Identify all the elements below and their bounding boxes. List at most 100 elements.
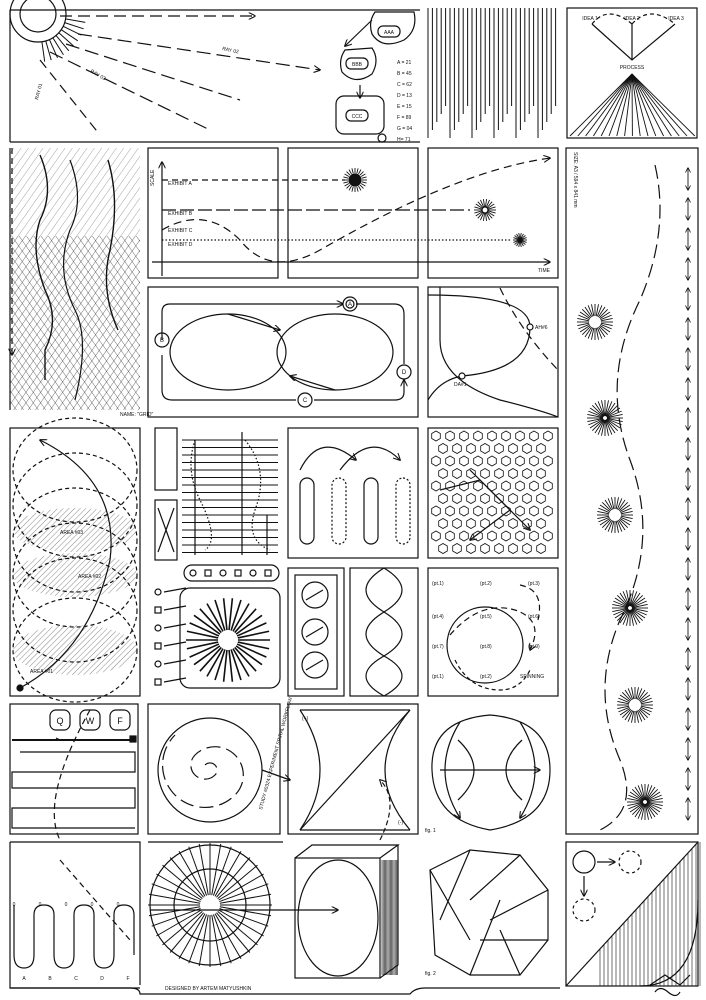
burst-ray xyxy=(637,803,645,819)
hex-cell xyxy=(508,443,518,454)
hex-cell xyxy=(508,493,518,504)
burst-ray xyxy=(594,419,605,434)
hex-cell xyxy=(438,518,448,529)
burst-ray xyxy=(637,689,646,701)
burst-ray xyxy=(620,516,632,523)
key-label: W xyxy=(86,716,95,726)
burst-ray xyxy=(606,418,622,426)
burst-ray xyxy=(486,201,493,209)
burst-ray xyxy=(630,609,638,625)
burst-ray xyxy=(607,520,614,532)
burst-ray xyxy=(604,519,613,531)
exhibit-label: EXHIBIT B xyxy=(168,211,193,217)
burst-ray xyxy=(487,210,496,214)
burst-ray xyxy=(487,211,495,217)
burst-ray xyxy=(516,233,520,239)
burst-ray xyxy=(604,400,609,417)
burst-ray xyxy=(485,212,490,221)
burst-ray xyxy=(230,649,242,681)
burst-ray xyxy=(482,212,486,221)
burst-ray xyxy=(228,598,234,631)
burst-ray xyxy=(597,511,610,515)
burst-ray xyxy=(589,407,604,418)
burst-ray xyxy=(601,400,606,417)
burst-ray xyxy=(346,171,351,176)
burst-ray xyxy=(486,211,493,219)
hex-cell xyxy=(480,543,490,554)
burst-ray xyxy=(237,641,270,650)
sun-ray xyxy=(52,37,64,55)
burst-ray xyxy=(612,607,629,612)
burst-ray xyxy=(193,614,221,635)
radial-line xyxy=(188,914,208,964)
hex-cell xyxy=(473,505,483,517)
burst-ray xyxy=(482,199,486,208)
burst-ray xyxy=(474,206,483,210)
burst-ray xyxy=(359,171,364,176)
burst-ray xyxy=(186,630,219,639)
radial-line xyxy=(198,843,209,896)
burst-ray xyxy=(638,691,649,702)
burst-ray xyxy=(598,516,610,523)
burst-ray xyxy=(644,784,649,801)
burst-ray xyxy=(640,701,653,705)
loop-capsule xyxy=(299,477,315,545)
hex-cell xyxy=(522,543,532,554)
spin-point-label: (pt.8) xyxy=(480,644,492,650)
burst-ray xyxy=(618,518,629,529)
burst-ray xyxy=(348,169,352,175)
hex-cell xyxy=(445,480,455,492)
burst-ray xyxy=(605,419,616,434)
burst-ray xyxy=(237,630,270,639)
hex-cell xyxy=(452,518,462,529)
spiral-text: STUDY #0324 EXPERIMENT SPIRAL WORKFLOW xyxy=(258,696,294,810)
fan-line xyxy=(608,73,633,137)
burst-ray xyxy=(475,211,483,217)
wave-zero: 0 xyxy=(13,902,16,908)
loop-capsule xyxy=(395,477,411,545)
fan-line xyxy=(631,73,657,137)
burst-ray xyxy=(606,418,621,429)
legend-item: E = 15 xyxy=(397,104,412,110)
area-ring xyxy=(12,452,138,558)
burst-ray xyxy=(520,233,524,239)
sun-ray xyxy=(60,29,79,42)
hex-cell xyxy=(466,493,476,504)
grid-hatch-panel xyxy=(10,148,140,410)
burst-ray xyxy=(617,499,626,511)
hex-cell xyxy=(445,530,455,542)
burst-ray xyxy=(480,212,485,221)
burst-ray xyxy=(597,419,605,435)
burst-ray xyxy=(645,785,653,801)
burst-ray xyxy=(646,802,662,810)
burst-ray xyxy=(581,308,592,319)
node-label: CCC xyxy=(352,114,363,120)
spin-point-label: (pt.9) xyxy=(528,644,540,650)
burst-ray xyxy=(646,801,663,806)
hex-cell xyxy=(515,455,525,467)
connector xyxy=(163,641,187,647)
radial-line xyxy=(211,843,222,896)
burst-ray xyxy=(640,706,652,713)
radial-line xyxy=(148,906,201,917)
burst-ray xyxy=(637,709,646,721)
burst-ray xyxy=(631,604,648,609)
bars-panel xyxy=(154,427,278,561)
connector xyxy=(163,677,187,683)
hex-cell xyxy=(431,530,441,542)
spin-point-label: (pt.2) xyxy=(480,581,492,587)
burst-ray xyxy=(236,622,267,637)
radial-line xyxy=(216,857,251,898)
burst-ray xyxy=(597,515,610,519)
wave-letter: A xyxy=(22,976,26,982)
radial-line xyxy=(214,851,242,897)
burst-ray xyxy=(641,803,646,820)
cube-ellipse xyxy=(294,844,400,979)
burst-ray xyxy=(628,794,644,802)
size-label: SIZE: A3 / 594 x 841 mm xyxy=(572,152,578,208)
burst-ray xyxy=(596,305,603,317)
burst-ray xyxy=(626,590,631,607)
hex-cell xyxy=(487,505,497,517)
burst-ray xyxy=(605,402,616,417)
hexgrid-panel xyxy=(427,427,559,559)
